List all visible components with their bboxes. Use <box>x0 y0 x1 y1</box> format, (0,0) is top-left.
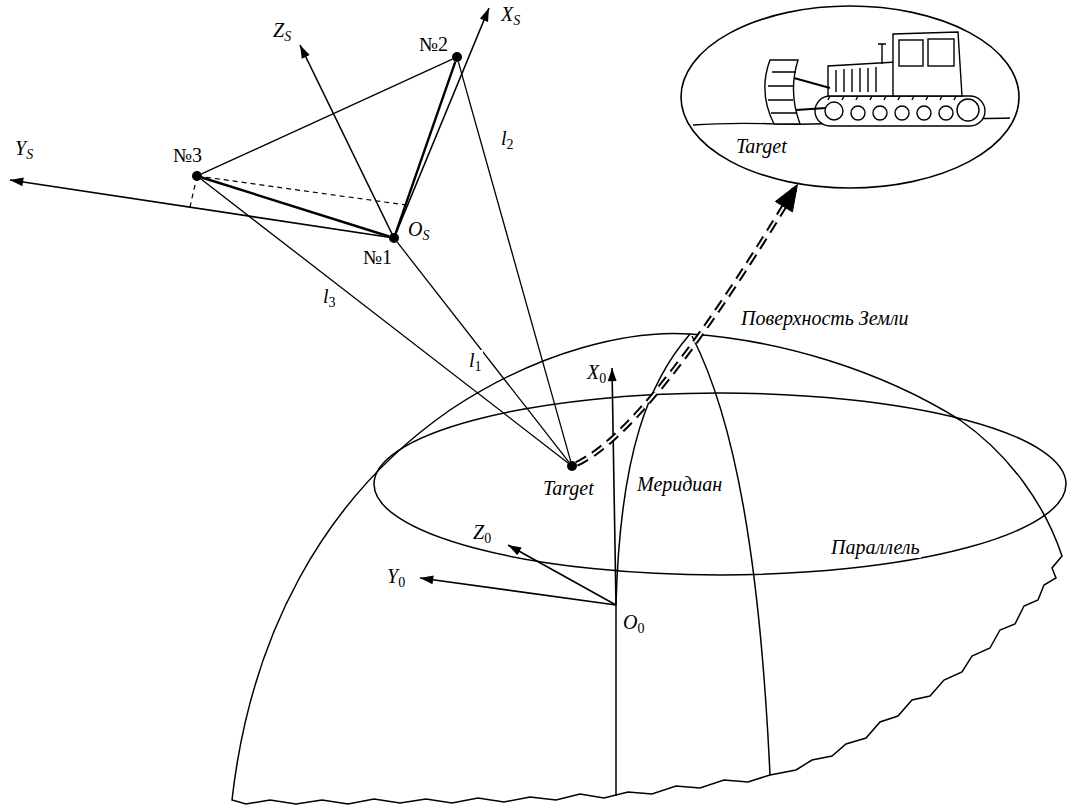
exhaust-pipe <box>878 44 886 64</box>
inset-ellipse: Target <box>680 5 1020 189</box>
surface-label: Поверхность Земли <box>740 308 910 329</box>
axis-label: XS <box>500 4 521 25</box>
connector-line <box>458 62 570 461</box>
satellite-number: №1 <box>362 247 393 268</box>
axis-y0 <box>420 578 616 605</box>
satellite-dot: №2 <box>452 52 462 62</box>
distance-label: l1 <box>468 350 483 371</box>
axis-label: O0 <box>622 612 645 633</box>
connector-line <box>396 62 456 234</box>
target-label: Target <box>542 478 595 499</box>
arrowhead <box>775 184 797 211</box>
meridian-line <box>616 334 690 796</box>
push-arm <box>794 78 830 110</box>
connector-line <box>202 59 453 174</box>
connector-line <box>201 179 568 463</box>
road-wheel <box>851 106 865 120</box>
axis-label: YS <box>14 138 34 159</box>
axis-label: X0 <box>586 362 607 383</box>
parallel-label: Параллель <box>830 537 921 558</box>
connector-line <box>202 178 389 237</box>
meridian-label: Меридиан <box>636 474 723 495</box>
ellipse-outline <box>681 6 1019 188</box>
origin-label: OS <box>407 219 430 240</box>
axis-z0 <box>508 545 616 605</box>
target-label: Target <box>735 136 788 157</box>
road-wheel <box>895 106 909 120</box>
track <box>815 96 985 126</box>
distance-label: l3 <box>322 286 337 307</box>
cab-window <box>899 40 923 66</box>
connector-line <box>458 62 570 461</box>
earth-outline <box>232 334 1062 804</box>
connector-line <box>397 242 569 462</box>
parallel-line <box>374 393 1066 575</box>
satellite-number: №3 <box>172 145 203 166</box>
axis-label: Y0 <box>386 566 406 587</box>
target-dot: Target <box>567 461 577 471</box>
axis-zs <box>300 45 394 238</box>
axis-label: Z0 <box>472 522 492 543</box>
earth-surface <box>232 334 1066 804</box>
cab-window <box>928 39 954 66</box>
satellite-dot: №3 <box>192 171 202 181</box>
satellite-number: №2 <box>418 34 449 55</box>
satellite-dot: OS№1 <box>389 233 399 243</box>
connector-line <box>202 178 389 237</box>
road-wheel <box>917 106 931 120</box>
connector-line <box>202 59 453 174</box>
blade-ribs <box>768 72 796 113</box>
axis-label: ZS <box>272 20 292 41</box>
engine-hood <box>828 62 896 96</box>
coordinate-axes <box>10 8 616 605</box>
axis-ys <box>10 180 394 238</box>
connector-line <box>201 179 568 463</box>
bulldozer-illustration <box>693 32 1010 126</box>
dozer-blade <box>765 60 800 124</box>
cab <box>893 32 962 96</box>
axis-xs <box>394 8 489 238</box>
hood-grille <box>836 67 876 92</box>
road-wheel <box>939 106 953 120</box>
connector-line <box>396 62 456 234</box>
ellipse-outline <box>680 5 1020 189</box>
road-wheel <box>825 102 843 120</box>
road-wheel <box>873 106 887 120</box>
drive-wheel <box>957 99 979 121</box>
distance-label: l2 <box>500 128 515 149</box>
connector-line <box>397 242 569 462</box>
meridian-line <box>692 336 770 775</box>
axis-x0 <box>612 368 616 605</box>
